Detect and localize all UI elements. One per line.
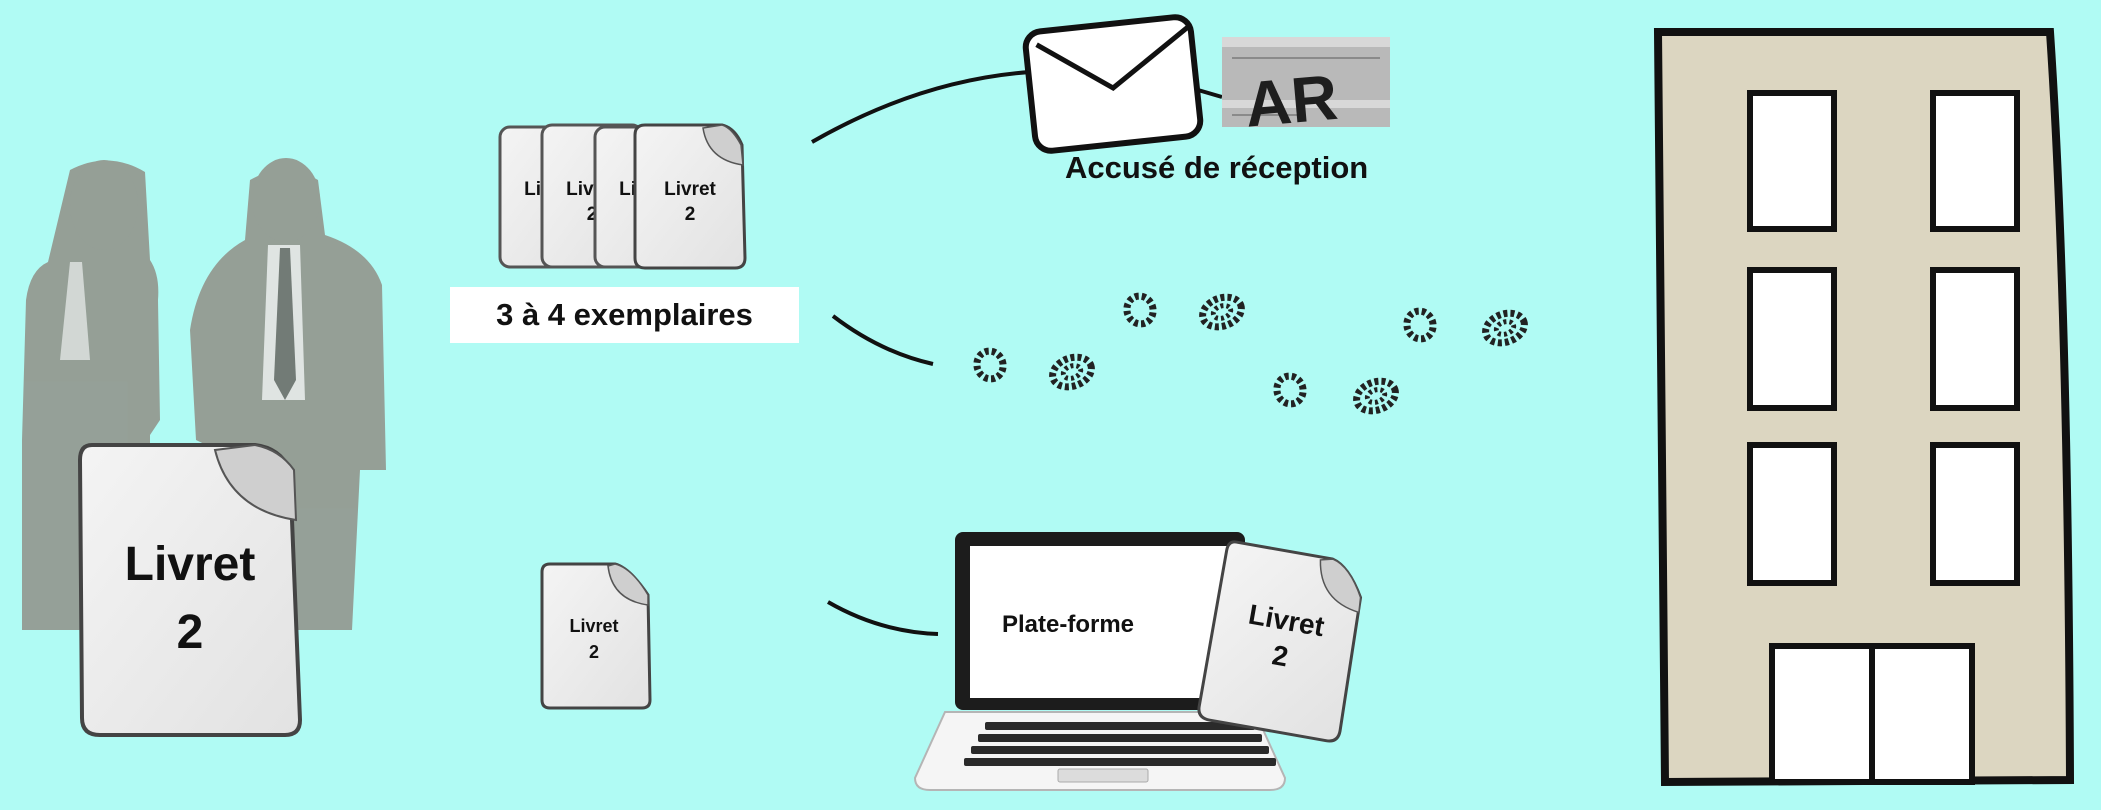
booklet-large-title: Livret [125,538,256,591]
building-window [1930,90,2020,232]
acknowledgement-caption: Accusé de réception [1065,150,1369,185]
connector-mail [811,70,1031,144]
booklet-uploaded-number: 2 [1270,639,1291,672]
booklet-copy-front: Livret 2 [633,123,747,270]
footsteps-icon [973,292,1529,416]
building-window [1747,90,1837,232]
booklet-copy-number: 2 [587,204,598,225]
connector-platform [827,600,939,636]
booklet-small-title: Livret [569,616,618,636]
booklet-small: Livret 2 [540,562,652,710]
applicants-silhouette [22,158,386,630]
booklet-uploaded: Livret 2 [1197,540,1363,743]
building-window [1747,267,1837,411]
booklet-copy-title: Livret [664,179,716,200]
booklet-large-number: 2 [177,606,204,659]
connector-footsteps [831,314,934,366]
registered-mail-stamp: AR [1222,37,1390,141]
building-window [1747,442,1837,586]
copies-label: 3 à 4 exemplaires [450,287,799,343]
booklet-stack: Livret 2 Livret 2 Livret 2 Livret 2 [498,123,747,270]
connector-lines [811,70,1223,636]
connector-stamp [1197,88,1223,99]
booklet-large: Livret 2 [77,443,303,737]
stamp-text: AR [1242,61,1340,141]
building-icon [1653,28,2075,787]
building-window [1930,442,2020,586]
laptop-icon: Plate-forme [913,532,1287,791]
platform-label: Plate-forme [1002,611,1134,638]
booklet-small-number: 2 [589,642,599,662]
booklet-copy-number: 2 [685,204,696,225]
envelope-icon [1022,14,1204,154]
building-window [1930,267,2020,411]
